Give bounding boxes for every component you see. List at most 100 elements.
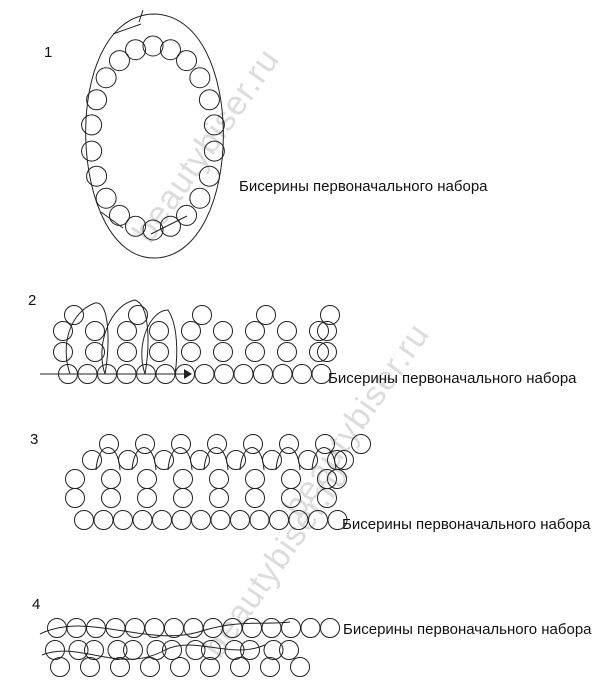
middle-row-bead [263, 640, 284, 660]
thread-tail [138, 9, 144, 23]
base-row-bead [132, 510, 153, 530]
column-bead [209, 469, 229, 489]
column-bead [118, 450, 138, 470]
column-bead [85, 321, 105, 341]
diagram-1: 1 Бисерины первоначального набора [44, 9, 488, 259]
ring-bead [125, 215, 147, 237]
column-bead [213, 342, 233, 362]
thread-tail [100, 211, 124, 229]
top-bead [279, 434, 299, 454]
bottom-row-bead [170, 657, 190, 677]
ring-bead [81, 140, 103, 162]
bottom-row-bead [290, 657, 310, 677]
diagram-1-number: 1 [44, 44, 52, 61]
column-bead [245, 469, 265, 489]
bottom-row-bead [80, 657, 100, 677]
ring-bead [108, 204, 130, 226]
diagram-4: 4 Бисерины первоначального набора [32, 596, 592, 677]
column-bead [209, 488, 229, 508]
column-bead [226, 450, 246, 470]
column-bead [190, 450, 210, 470]
column-bead [213, 321, 233, 341]
ring-bead [108, 50, 130, 72]
column-bead [85, 342, 105, 362]
column-bead [277, 321, 297, 341]
thread-loop [275, 447, 301, 471]
ring-bead [198, 89, 220, 111]
column-bead [53, 321, 73, 341]
middle-row-bead [201, 640, 221, 660]
base-row-bead [210, 510, 231, 530]
column-bead [101, 488, 121, 508]
column-bead [181, 342, 201, 362]
base-row-bead [327, 510, 348, 530]
ring-bead [125, 39, 147, 61]
column-bead [281, 469, 301, 489]
top-row-bead [125, 618, 145, 638]
base-row-bead [93, 510, 114, 530]
thread-loop [203, 447, 229, 471]
ring-bead [142, 35, 164, 57]
middle-row-bead [279, 640, 299, 660]
ring-bead [159, 39, 181, 61]
ring-bead [189, 67, 211, 89]
diagram-4-beads [39, 618, 340, 677]
top-row-bead [300, 618, 321, 638]
middle-row-bead [84, 640, 104, 660]
thread-loop [131, 447, 157, 471]
top-bead [99, 434, 119, 454]
diagram-3: 3 Бисерины первоначального набора [30, 431, 591, 533]
outer-thread-loop [85, 13, 224, 259]
column-bead [137, 469, 157, 489]
top-row-bead [66, 618, 87, 638]
thread-loop [141, 309, 178, 375]
top-bead [207, 434, 227, 454]
thread-loop [95, 447, 121, 471]
middle-row-bead [107, 640, 128, 660]
bottom-row-bead [230, 657, 250, 677]
column-bead [181, 321, 201, 341]
column-bead [137, 488, 157, 508]
ring-bead [95, 67, 117, 89]
thread-loop [167, 447, 193, 471]
base-row-bead [230, 510, 250, 530]
top-bead [320, 305, 340, 325]
base-row-bead [292, 364, 312, 384]
thread-line [41, 644, 266, 660]
column-bead [245, 321, 265, 341]
base-row-bead [249, 510, 270, 530]
thread-loop [65, 302, 109, 375]
ring-bead [86, 89, 108, 111]
column-bead [317, 342, 337, 362]
bottom-row-bead [110, 657, 130, 677]
thread-tail [150, 215, 188, 235]
diagram-4-label: Бисерины первоначального набора [343, 621, 592, 638]
column-bead [65, 469, 85, 489]
column-bead [262, 450, 282, 470]
base-row-bead [214, 364, 234, 384]
diagram-2-label: Бисерины первоначального набора [328, 370, 577, 387]
diagram-2: 2 Бисерины первоначального набора [28, 292, 577, 387]
column-bead [154, 450, 174, 470]
top-bead [64, 305, 84, 325]
diagram-3-beads [65, 434, 371, 530]
column-bead [309, 321, 329, 341]
base-row-bead [311, 364, 332, 384]
diagram-2-number: 2 [28, 292, 36, 309]
ring-bead [176, 50, 198, 72]
column-bead [245, 342, 265, 362]
base-row-bead [171, 510, 192, 530]
ring-bead [203, 114, 225, 136]
column-bead [117, 321, 137, 341]
bottom-row-bead [140, 657, 160, 677]
top-row-bead [281, 618, 301, 638]
ring-bead [203, 140, 225, 162]
base-row-bead [191, 510, 211, 530]
bottom-row-bead [50, 657, 70, 677]
thread-loop [101, 299, 149, 375]
top-row-bead [105, 618, 126, 638]
thread-tail [112, 23, 142, 35]
base-row-bead [253, 364, 273, 384]
column-bead [173, 488, 193, 508]
